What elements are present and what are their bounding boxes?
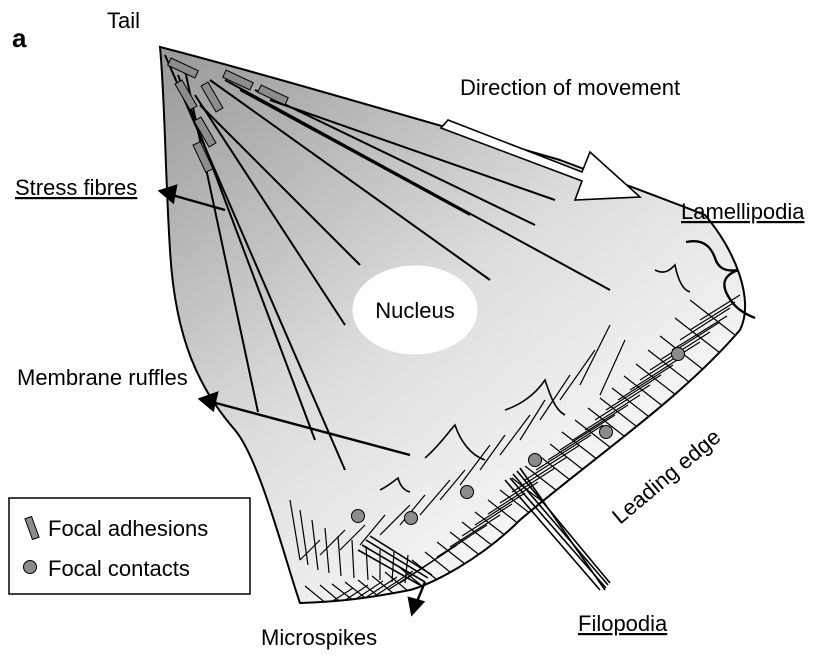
legend-focal-contacts-label: Focal contacts <box>48 556 190 581</box>
focal-contact-marker <box>461 486 474 499</box>
focal-contact-marker <box>600 426 613 439</box>
stress-fibres-label: Stress fibres <box>15 175 137 200</box>
focal-contact-marker <box>405 512 418 525</box>
focal-contact-marker <box>672 348 685 361</box>
tail-label: Tail <box>107 8 140 33</box>
panel-label: a <box>12 23 27 53</box>
legend-focal-contact-symbol <box>24 561 37 574</box>
filopodia-label: Filopodia <box>578 611 668 636</box>
direction-label: Direction of movement <box>460 75 680 100</box>
legend: Focal adhesions Focal contacts <box>9 498 250 594</box>
focal-contact-marker <box>352 510 365 523</box>
leading-edge-label: Leading edge <box>607 424 725 529</box>
membrane-ruffles-label: Membrane ruffles <box>17 365 188 390</box>
focal-contact-marker <box>529 454 542 467</box>
microspikes-label: Microspikes <box>261 625 377 650</box>
legend-focal-adhesions-label: Focal adhesions <box>48 516 208 541</box>
lamellipodia-label: Lamellipodia <box>681 199 805 224</box>
nucleus-label: Nucleus <box>375 298 454 323</box>
